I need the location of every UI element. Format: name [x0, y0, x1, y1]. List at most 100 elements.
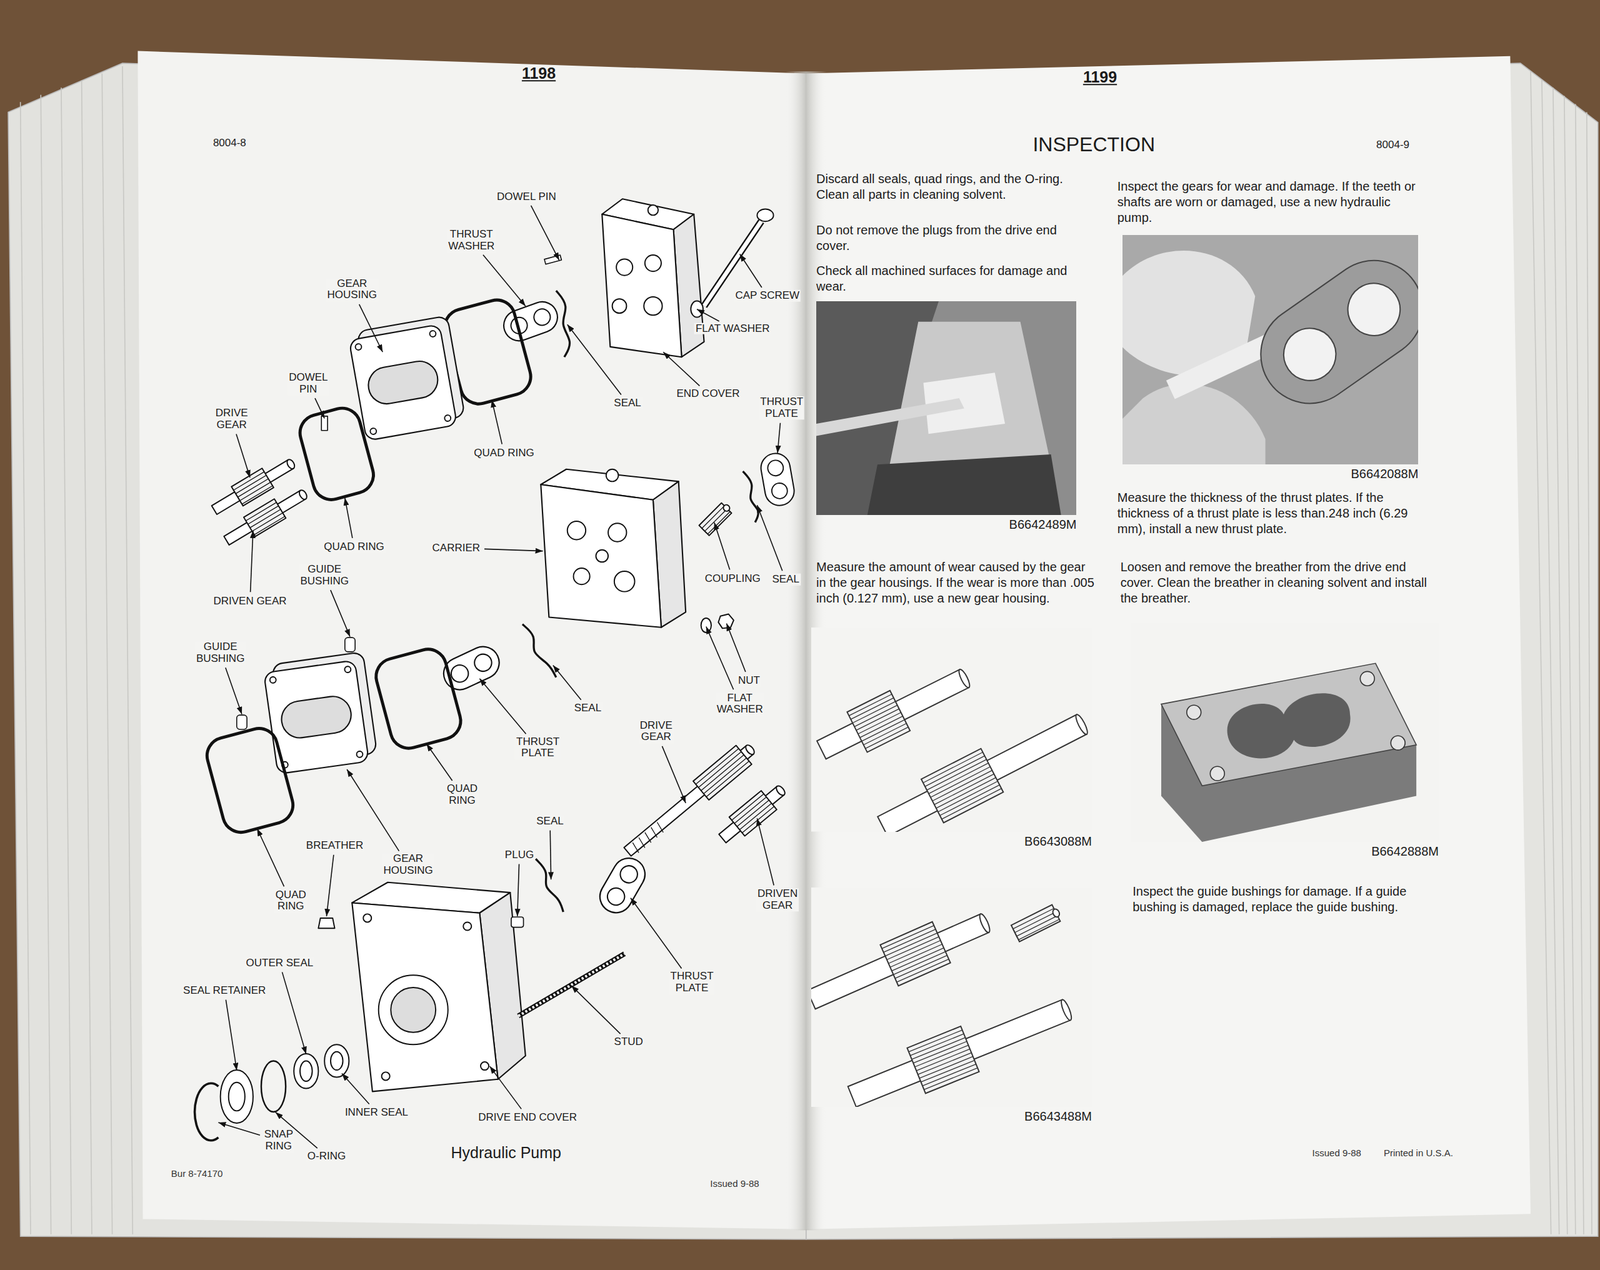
drive-gear — [620, 738, 761, 861]
driven-gear — [731, 793, 764, 820]
leader-line — [531, 205, 560, 260]
footer-note: Printed in U.S.A. — [1383, 1148, 1454, 1159]
photo-coupling — [1011, 905, 1060, 942]
drive-gear — [237, 478, 269, 497]
outer-seal — [293, 1053, 319, 1089]
section-number: 8004-9 — [1376, 138, 1410, 151]
leader-line — [490, 1066, 522, 1109]
part-name: FLAT WASHER — [694, 322, 772, 335]
seal — [556, 290, 570, 357]
guide-bushing-photo — [1210, 766, 1225, 781]
photo-gear — [915, 1045, 969, 1068]
part-name: CARRIER — [431, 541, 482, 554]
part-name: DRIVEN GEAR — [756, 888, 799, 912]
part-name: PLUG — [503, 849, 535, 862]
footer-note: Issued 9-88 — [1312, 1148, 1362, 1159]
photo-gear — [918, 1053, 972, 1075]
quad-ring — [203, 724, 298, 837]
part-name: INNER SEAL — [343, 1106, 410, 1119]
quad-ring — [371, 645, 465, 752]
thrust-plate — [604, 885, 628, 909]
part-name: GUIDE BUSHING — [298, 563, 350, 587]
leader-line — [236, 433, 250, 478]
leader-line — [250, 530, 254, 592]
end-cover-hole — [616, 259, 633, 276]
photo-gear — [848, 1000, 1071, 1107]
figure-code: B6643088M — [811, 831, 1092, 849]
photo-gear — [895, 955, 947, 979]
photo-gear — [881, 925, 934, 949]
page-edge — [1564, 95, 1576, 1234]
housing-top — [1161, 663, 1417, 786]
photo-gear — [920, 1060, 975, 1083]
photo-gear — [928, 763, 989, 794]
end-cover-port — [648, 205, 659, 215]
part-name: STUD — [613, 1036, 645, 1049]
photo-gear — [936, 777, 997, 809]
driven-gear — [223, 490, 306, 545]
thrust-plate-hole — [1337, 272, 1410, 345]
photo — [811, 627, 1092, 832]
carrier-hole — [608, 523, 627, 542]
instruction-text: Measure the amount of wear caused by the… — [816, 559, 1097, 607]
photo-gear — [880, 921, 950, 986]
photo-coupling — [1015, 912, 1056, 934]
driven-gear — [729, 790, 777, 836]
photo-gear — [941, 788, 1002, 820]
spline — [656, 821, 664, 832]
drive-gear — [241, 485, 273, 504]
photo-figure: B6642888M — [1130, 622, 1439, 859]
housing-cavity — [1226, 693, 1350, 759]
drive-gear — [703, 758, 747, 794]
thrust-plate — [471, 651, 495, 674]
photo-gear — [886, 936, 939, 960]
spline — [638, 837, 645, 848]
hand — [1122, 383, 1266, 465]
part-name: SEAL — [573, 702, 603, 715]
part-name: O-RING — [306, 1150, 347, 1162]
leader-line — [341, 1073, 370, 1105]
part-name: END COVER — [675, 388, 742, 400]
figure-code: B6643488M — [811, 1106, 1092, 1124]
photo-gear — [856, 708, 900, 730]
gauge — [816, 398, 965, 436]
seal — [522, 624, 557, 678]
photo-figure: B6642088M — [1122, 235, 1419, 482]
part-name: THRUST PLATE — [758, 396, 805, 420]
page-edge — [1553, 87, 1568, 1235]
nut — [718, 614, 734, 629]
footer-note: Issued 9-88 — [710, 1178, 759, 1190]
housing-bore — [887, 321, 1051, 475]
driven-gear — [718, 786, 784, 843]
photo — [1122, 235, 1419, 465]
page-edge — [122, 66, 133, 1235]
section-number: 8004-8 — [213, 136, 247, 149]
part-name: DRIVE GEAR — [638, 720, 674, 744]
leader-line — [483, 255, 526, 307]
thrust-washer — [531, 306, 553, 328]
page-edge — [1530, 71, 1552, 1235]
photo — [816, 301, 1077, 516]
photo-gear — [896, 959, 949, 983]
photo-gear — [906, 1026, 979, 1094]
leader-line — [714, 522, 730, 570]
spline — [645, 832, 652, 843]
part-name: NUT — [736, 675, 762, 687]
seal — [535, 858, 564, 912]
carrier-port — [606, 469, 619, 482]
page-number: 1198 — [521, 65, 556, 83]
leader-line — [726, 623, 745, 672]
thrust-plate-photo — [1241, 240, 1419, 422]
photo-gear — [852, 701, 896, 724]
driven-gear — [739, 803, 772, 830]
page-edge — [1541, 79, 1560, 1235]
spline — [632, 842, 639, 853]
photo-gear — [977, 913, 992, 935]
quad-ring — [296, 404, 379, 504]
photo-coupling — [1013, 908, 1054, 930]
photo-gear — [1073, 713, 1090, 736]
inner-seal — [330, 1051, 344, 1070]
photo-gear — [911, 1038, 966, 1060]
carrier-hole — [614, 571, 635, 592]
leader-line — [740, 254, 762, 288]
